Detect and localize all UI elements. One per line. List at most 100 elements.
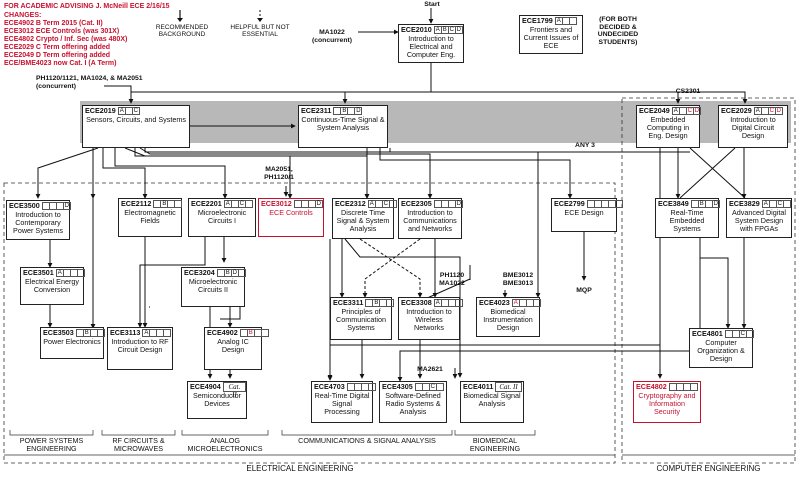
term-boxes: A <box>142 329 172 337</box>
course-title: Frontiers and Current Issues of ECE <box>523 25 579 50</box>
course-code: ECE3829 <box>729 199 760 208</box>
term-boxes: C <box>414 383 444 391</box>
term-box <box>237 269 246 277</box>
start-label: Start <box>424 1 440 8</box>
course-title: Microelectronic Circuits I <box>197 208 247 225</box>
term-box: D <box>711 200 720 208</box>
course-title: ECE Controls <box>269 208 313 217</box>
term-box <box>367 383 376 391</box>
term-boxes <box>586 200 623 208</box>
ma1022-label: MA1022 (concurrent) <box>311 29 353 44</box>
course-title: Principles of Communication Systems <box>336 307 386 332</box>
course-header: ECE2799 <box>552 199 623 209</box>
course-header: ECE4802 <box>634 382 700 392</box>
course-code: ECE3012 <box>261 199 292 208</box>
bme3012-label: BME3012 BME3013 <box>502 272 534 287</box>
term-box: D <box>692 107 701 115</box>
course-code: ECE2305 <box>401 199 432 208</box>
term-box <box>532 299 541 307</box>
term-box <box>782 200 791 208</box>
ee-region <box>3 182 616 464</box>
course-header: ECE2305 D <box>399 199 463 209</box>
change-4: ECE2029 C Term offering added <box>4 44 111 51</box>
course-code: ECE3308 <box>401 298 432 307</box>
term-boxes <box>668 383 698 391</box>
term-boxes: B <box>365 299 395 307</box>
term-box: D <box>454 200 463 208</box>
course-code: ECE4023 <box>479 298 510 307</box>
for-both-label: (FOR BOTH DECIDED & UNDECIDED STUDENTS) <box>597 16 639 46</box>
course-title: Power Electronics <box>43 337 101 346</box>
course-title: Continuous-Time Signal & System Analysis <box>301 115 385 132</box>
course-title: Introduction to Contemporary Power Syste… <box>13 210 63 235</box>
course-title: Software-Defined Radio Systems & Analysi… <box>385 391 441 416</box>
term-box <box>388 200 397 208</box>
change-2: ECE3012 ECE Controls (was 301X) <box>4 28 120 35</box>
course-code: ECE3113 <box>110 328 141 337</box>
term-box <box>174 200 183 208</box>
course-code: ECE2029 <box>721 106 752 115</box>
term-boxes: A <box>55 269 85 277</box>
course-code: ECE4305 <box>382 382 413 391</box>
course-title: Microelectronic Circuits II <box>188 277 238 294</box>
course-title: ECE Design <box>564 208 604 217</box>
area-bio: BIOMEDICAL ENGINEERING <box>469 436 521 453</box>
course-title: Introduction to RF Circuit Design <box>111 337 169 354</box>
term-boxes: B <box>153 200 183 208</box>
course-code: ECE2201 <box>191 199 222 208</box>
course-title: Introduction to Electrical and Computer … <box>406 34 456 59</box>
ma2621-label: MA2621 <box>417 366 443 373</box>
course-code: ECE4703 <box>314 382 345 391</box>
change-1: ECE4902 B Term 2015 (Cat. II) <box>4 20 103 27</box>
